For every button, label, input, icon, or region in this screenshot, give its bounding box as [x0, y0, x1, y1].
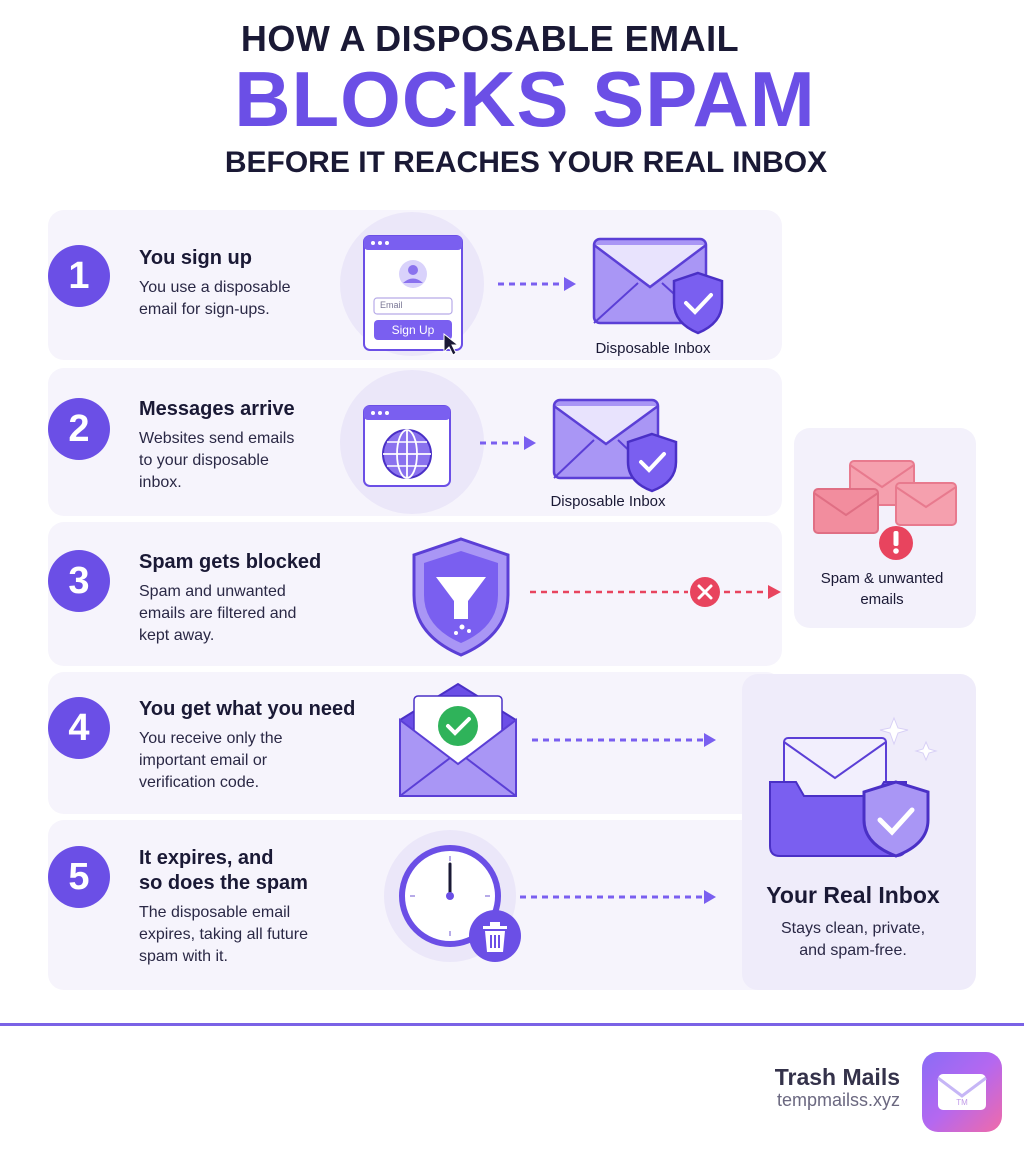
clock-trash-icon — [380, 828, 530, 978]
brand-url: tempmailss.xyz — [777, 1090, 900, 1111]
signup-email-field: Email — [380, 300, 403, 310]
step-4-desc-line: verification code. — [139, 772, 379, 794]
arrow-1-icon — [498, 274, 588, 294]
signup-button-label: Sign Up — [374, 323, 452, 337]
step-1-desc-line: email for sign-ups. — [139, 299, 339, 321]
brand-logo: TM — [922, 1052, 1002, 1132]
header-title: BLOCKS SPAM — [0, 60, 1024, 138]
spam-caption: Spam & unwanted emails — [800, 568, 964, 610]
step-5-desc-line: spam with it. — [139, 946, 379, 968]
step-2-desc-line: Websites send emails — [139, 428, 339, 450]
step-4-desc-line: important email or — [139, 750, 379, 772]
header-line-1: HOW A DISPOSABLE EMAIL — [0, 18, 980, 60]
brand-name: Trash Mails — [775, 1064, 900, 1091]
step-number-4: 4 — [48, 697, 110, 759]
footer-divider — [0, 1023, 1024, 1026]
step-5-title: It expires, and so does the spam — [139, 846, 379, 896]
step-number-5: 5 — [48, 846, 110, 908]
step-2-desc-line: inbox. — [139, 472, 339, 494]
brand-logo-mark: TM — [922, 1098, 1002, 1107]
step-3-text: Spam gets blocked Spam and unwanted emai… — [139, 550, 359, 647]
arrow-5-icon — [520, 887, 730, 907]
step-1-desc: You use a disposable email for sign-ups. — [139, 277, 339, 321]
step-2-text: Messages arrive Websites send emails to … — [139, 397, 339, 494]
arrow-2-icon — [480, 433, 550, 453]
step-4-desc-line: You receive only the — [139, 728, 379, 750]
envelope-shield-icon — [550, 396, 690, 496]
step-5-desc-line: expires, taking all future — [139, 924, 379, 946]
step-number-3: 3 — [48, 550, 110, 612]
step-3-title: Spam gets blocked — [139, 550, 359, 575]
spam-caption-line: Spam & unwanted — [800, 568, 964, 589]
open-envelope-check-icon — [396, 678, 526, 803]
step-3-desc-line: Spam and unwanted — [139, 581, 359, 603]
real-inbox-desc-line: Stays clean, private, — [742, 918, 964, 940]
arrow-4-icon — [532, 730, 732, 750]
step-5-title-line: It expires, and — [139, 846, 379, 871]
real-inbox-desc-line: and spam-free. — [742, 940, 964, 962]
filter-shield-icon — [408, 535, 518, 660]
step-1-text: You sign up You use a disposable email f… — [139, 246, 339, 321]
real-inbox-title: Your Real Inbox — [742, 882, 964, 909]
spam-envelopes-icon — [810, 455, 960, 565]
step-4-text: You get what you need You receive only t… — [139, 697, 379, 794]
header-subtitle: BEFORE IT REACHES YOUR REAL INBOX — [0, 146, 1024, 180]
envelope-logo-icon — [922, 1052, 1002, 1132]
globe-browser-icon — [340, 370, 490, 520]
disposable-inbox-caption-2: Disposable Inbox — [530, 493, 686, 510]
step-5-title-line: so does the spam — [139, 871, 379, 896]
step-3-desc-line: emails are filtered and — [139, 603, 359, 625]
disposable-inbox-caption-1: Disposable Inbox — [575, 340, 731, 357]
step-5-desc: The disposable email expires, taking all… — [139, 902, 379, 968]
step-4-desc: You receive only the important email or … — [139, 728, 379, 794]
blocked-arrow-icon — [530, 574, 790, 610]
step-2-desc: Websites send emails to your disposable … — [139, 428, 339, 494]
step-5-desc-line: The disposable email — [139, 902, 379, 924]
step-3-desc-line: kept away. — [139, 625, 359, 647]
spam-caption-line: emails — [800, 589, 964, 610]
step-5-text: It expires, and so does the spam The dis… — [139, 846, 379, 968]
step-1-title: You sign up — [139, 246, 339, 271]
inbox-tray-shield-icon — [766, 712, 956, 862]
real-inbox-desc: Stays clean, private, and spam-free. — [742, 918, 964, 962]
step-number-2: 2 — [48, 398, 110, 460]
step-2-title: Messages arrive — [139, 397, 339, 422]
signup-form-icon — [340, 212, 490, 362]
step-2-desc-line: to your disposable — [139, 450, 339, 472]
step-number-1: 1 — [48, 245, 110, 307]
step-1-desc-line: You use a disposable — [139, 277, 339, 299]
step-4-title: You get what you need — [139, 697, 379, 722]
envelope-shield-icon — [590, 235, 730, 335]
step-3-desc: Spam and unwanted emails are filtered an… — [139, 581, 359, 647]
